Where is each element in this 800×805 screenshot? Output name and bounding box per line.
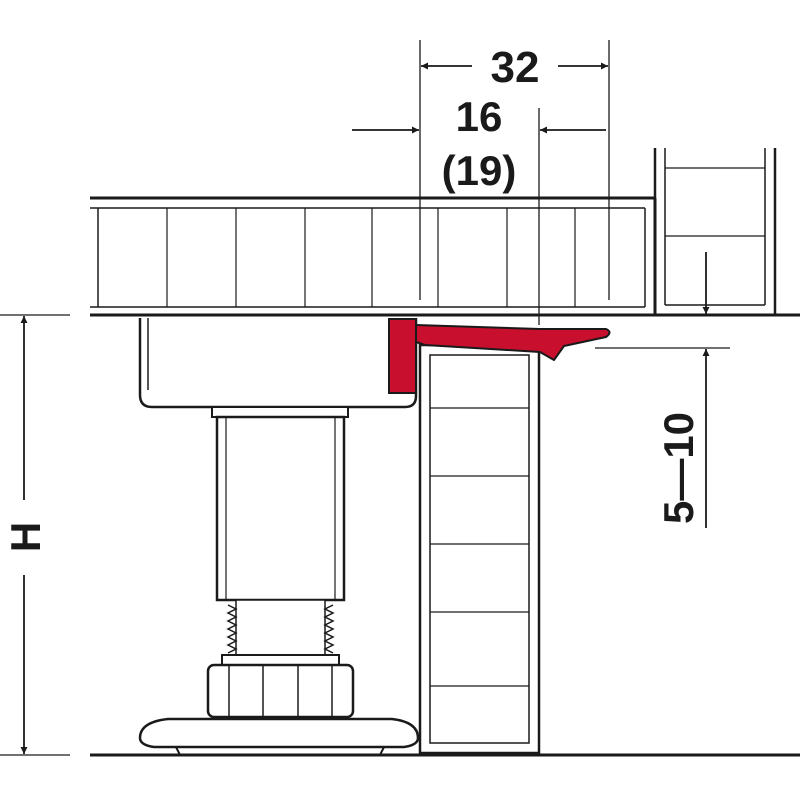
plinth-panel xyxy=(418,343,541,755)
cabinet-bottom-panel xyxy=(90,196,800,317)
dimension-32-label: 32 xyxy=(491,43,540,92)
dimension-h xyxy=(0,314,70,756)
dimension-5-10-label: 5—10 xyxy=(655,412,702,524)
dimension-5-10 xyxy=(595,252,730,528)
dimension-16-label: 16 xyxy=(456,93,503,140)
dimension-19-label: (19) xyxy=(442,147,517,194)
leveling-foot xyxy=(138,318,420,756)
dimension-16 xyxy=(352,108,606,325)
cabinet-side-panel xyxy=(653,148,777,315)
plinth-clip xyxy=(388,318,611,394)
dimension-32 xyxy=(419,40,610,300)
dimension-h-label: H xyxy=(2,522,49,552)
